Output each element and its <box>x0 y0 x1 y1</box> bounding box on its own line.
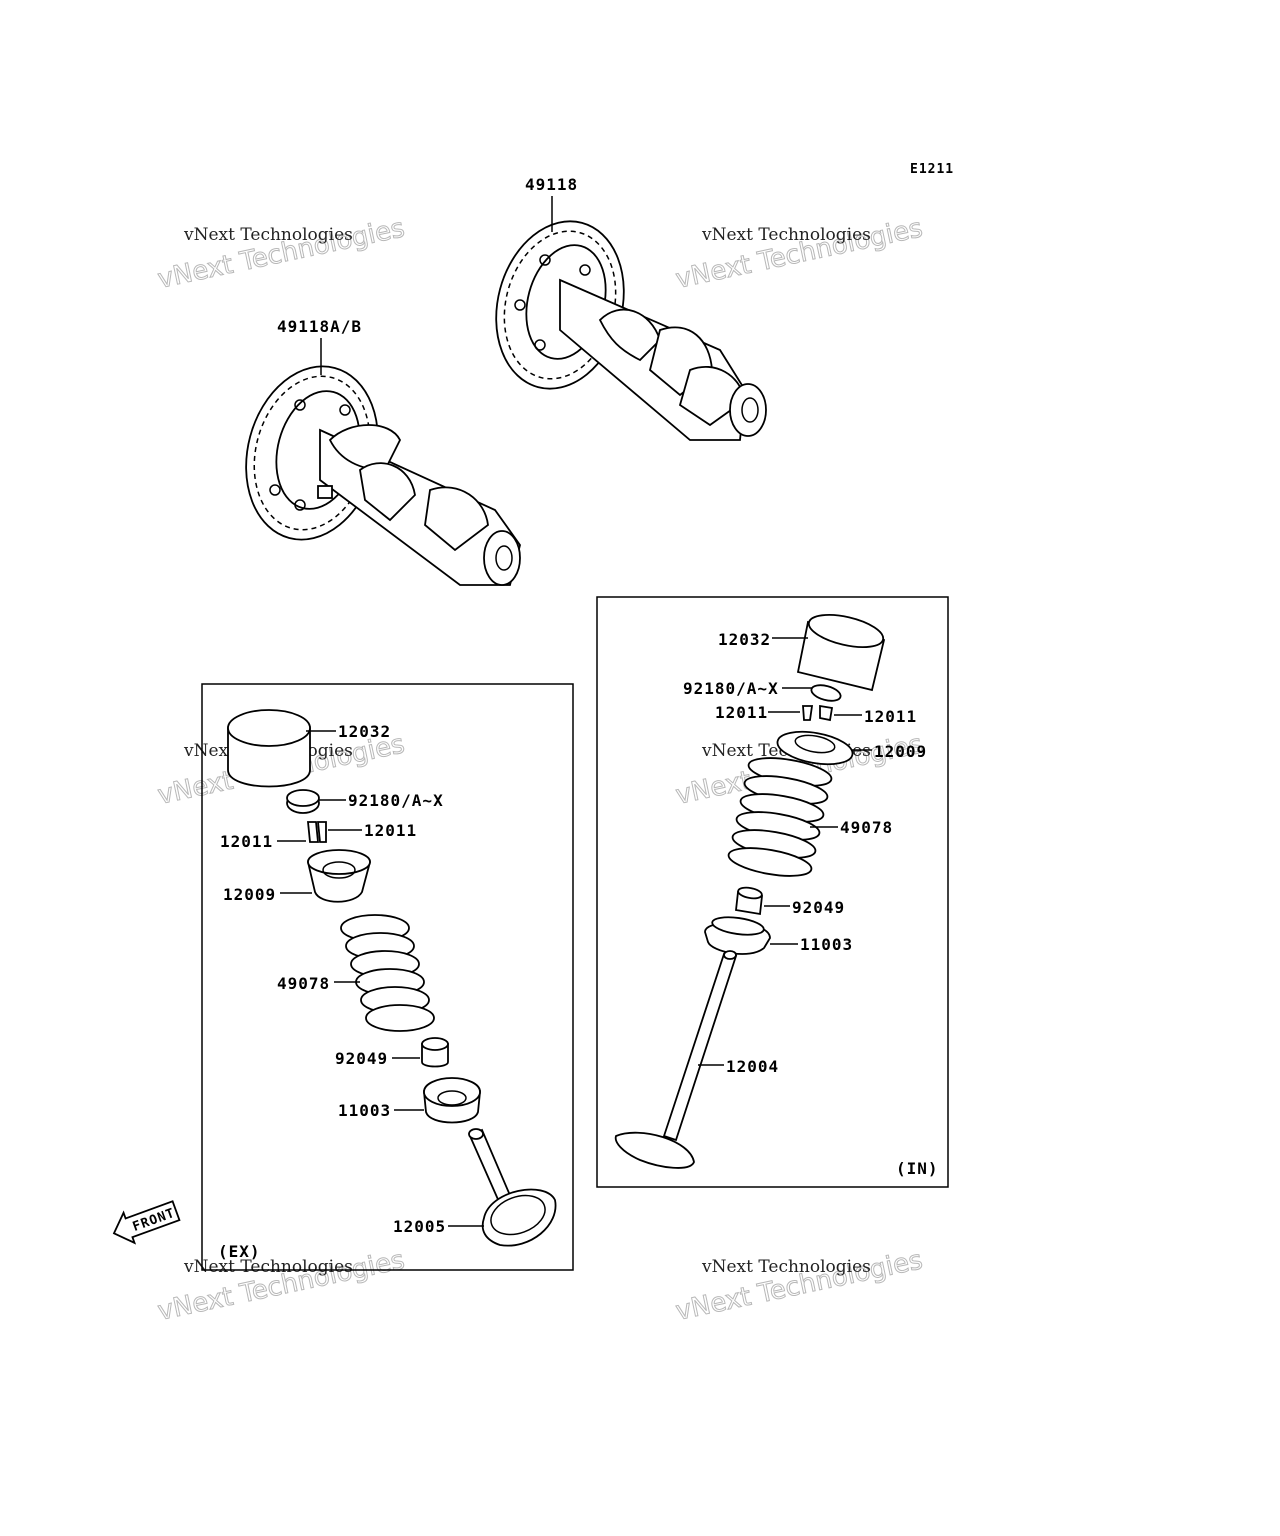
seal-top <box>421 1037 449 1051</box>
label-cam-intake: 49118 <box>525 175 578 194</box>
shaft-end <box>483 530 521 586</box>
intake-lifter[interactable] <box>796 609 886 692</box>
intake-valve-box <box>596 596 949 1188</box>
label-cam-exhaust: 49118A/B <box>277 317 362 336</box>
shaft-end-bore <box>495 545 513 571</box>
watermark-text: vNext Technologies <box>701 1257 871 1277</box>
intake-retainer[interactable] <box>775 727 855 770</box>
intake-valve-seat[interactable] <box>704 914 771 955</box>
diagram-code: E1211 <box>910 162 954 177</box>
sprocket-hole <box>539 254 551 266</box>
sprocket-hole <box>269 484 281 496</box>
exhaust-cotters[interactable] <box>307 821 327 843</box>
exhaust-box-caption: (EX) <box>218 1242 261 1261</box>
arrow-icon <box>112 1200 181 1245</box>
valve-head <box>614 1131 695 1169</box>
spring-coil <box>365 1004 435 1032</box>
label-in-seat: 11003 <box>800 935 853 954</box>
exhaust-valve-seat[interactable] <box>423 1077 481 1124</box>
watermark-bottom-left: vNext Technologies vNext Technologies <box>155 1245 408 1328</box>
shim-body <box>810 684 842 702</box>
exhaust-retainer[interactable] <box>307 849 371 903</box>
cotter-half <box>307 821 319 843</box>
label-in-cotter-right: 12011 <box>864 707 917 726</box>
watermark-top-left: vNext Technologies vNext Technologies <box>155 213 408 296</box>
shaft-end <box>729 383 767 437</box>
label-ex-lifter: 12032 <box>338 722 391 741</box>
label-in-seal: 92049 <box>792 898 845 917</box>
sprocket-hole <box>339 404 351 416</box>
intake-stem-seal[interactable] <box>735 886 763 916</box>
label-in-valve: 12004 <box>726 1057 779 1076</box>
seat-top <box>711 916 765 936</box>
sprocket-hole <box>579 264 591 276</box>
cotter-half <box>819 704 834 722</box>
shaft-end-bore <box>741 397 759 423</box>
intake-spring[interactable] <box>727 753 834 881</box>
seal-top <box>737 886 763 900</box>
valve-head <box>481 1188 557 1247</box>
label-ex-retainer: 12009 <box>223 885 276 904</box>
valve-stem-tip <box>723 950 737 960</box>
label-in-shim: 92180/A~X <box>683 679 779 698</box>
sprocket-hole <box>294 499 306 511</box>
label-in-retainer: 12009 <box>874 742 927 761</box>
lifter-top <box>227 709 311 747</box>
intake-shim[interactable] <box>810 682 843 703</box>
exhaust-spring[interactable] <box>340 914 435 1032</box>
watermark-bottom-right: vNext Technologies vNext Technologies <box>673 1245 926 1328</box>
camshaft-intake[interactable] <box>478 207 767 441</box>
sprocket-hole <box>294 399 306 411</box>
sprocket-hole <box>514 299 526 311</box>
exhaust-shim[interactable] <box>286 789 320 814</box>
valve-stem-tip <box>468 1128 484 1140</box>
seat-bore <box>437 1090 467 1106</box>
label-in-lifter: 12032 <box>718 630 771 649</box>
camshaft-exhaust[interactable] <box>227 351 521 586</box>
lifter-top <box>807 614 885 648</box>
label-in-cotter-left: 12011 <box>715 703 768 722</box>
label-ex-seat: 11003 <box>338 1101 391 1120</box>
exhaust-stem-seal[interactable] <box>421 1037 449 1068</box>
shim-top <box>286 789 320 807</box>
watermark-text: vNext Technologies <box>701 225 871 245</box>
label-ex-valve: 12005 <box>393 1217 446 1236</box>
watermark-text: vNext Technologies <box>183 1257 353 1277</box>
label-ex-seal: 92049 <box>335 1049 388 1068</box>
label-ex-spring: 49078 <box>277 974 330 993</box>
label-ex-cotter-right: 12011 <box>364 821 417 840</box>
cotter-half <box>317 821 327 843</box>
cam-lobe <box>678 365 746 427</box>
cam-lobe <box>328 424 402 471</box>
spring-coil <box>727 847 813 877</box>
front-arrow: FRONT <box>112 1200 181 1245</box>
intake-valve[interactable] <box>614 950 738 1169</box>
watermark-top-right: vNext Technologies vNext Technologies <box>673 213 926 296</box>
intake-cotters[interactable] <box>802 704 834 722</box>
retainer-bore <box>322 861 356 879</box>
exhaust-lifter[interactable] <box>227 709 311 788</box>
seat-top <box>423 1077 481 1107</box>
cam-lobe <box>424 486 489 552</box>
exhaust-valve-box <box>201 683 574 1271</box>
decompressor <box>317 485 333 499</box>
valve-face <box>490 1194 546 1236</box>
valve-stem <box>468 1128 514 1206</box>
label-ex-cotter-left: 12011 <box>220 832 273 851</box>
exhaust-valve[interactable] <box>468 1128 557 1247</box>
watermark-text: vNext Technologies <box>183 225 353 245</box>
intake-box-caption: (IN) <box>896 1159 939 1178</box>
valve-stem <box>662 952 738 1142</box>
sprocket-hole <box>534 339 546 351</box>
label-in-spring: 49078 <box>840 818 893 837</box>
label-ex-shim: 92180/A~X <box>348 791 444 810</box>
cam-lobe <box>359 462 416 522</box>
cotter-half <box>802 705 814 721</box>
retainer-bore <box>794 734 836 754</box>
